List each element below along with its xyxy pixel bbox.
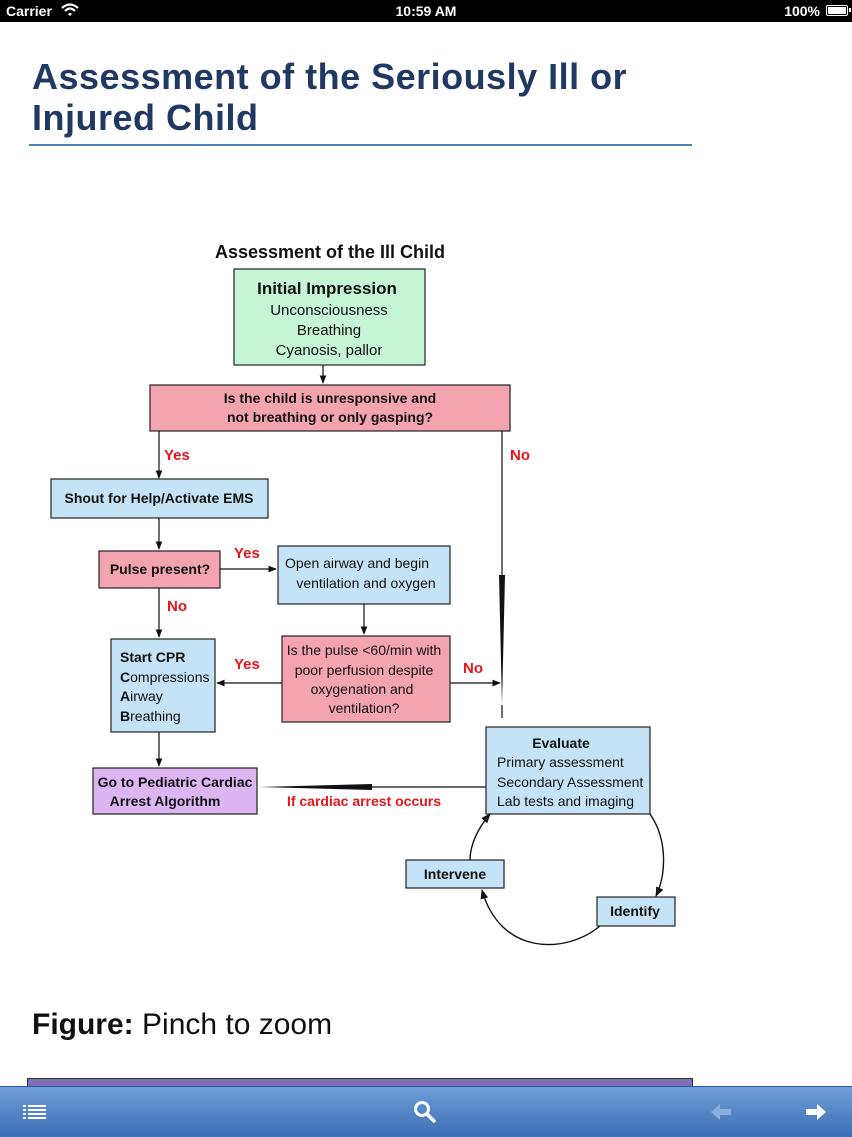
list-icon[interactable]: [10, 1087, 60, 1137]
evaluate-line: Secondary Assessment: [497, 774, 643, 790]
wifi-icon: [60, 2, 80, 21]
pulse-question-line: Is the pulse <60/min with: [287, 642, 441, 658]
pulse-question-line: poor perfusion despite: [295, 662, 434, 678]
pulse-rate-question-box: Is the pulse <60/min with poor perfusion…: [281, 635, 451, 723]
cardiac-arrest-algorithm-box: Go to Pediatric Cardiac Arrest Algorithm: [92, 767, 258, 815]
initial-impression-line: Cyanosis, pallor: [276, 342, 383, 359]
yes-label: Yes: [164, 447, 190, 464]
initial-impression-line: Unconsciousness: [270, 302, 388, 319]
shout-for-help-box: Shout for Help/Activate EMS: [50, 478, 269, 519]
cycle-arc: [480, 889, 601, 946]
pulse-present-box: Pulse present?: [98, 550, 221, 589]
cpr-line: Start CPR: [120, 649, 185, 665]
battery-percent: 100%: [784, 3, 820, 19]
search-icon[interactable]: [400, 1087, 450, 1137]
cpr-line: Airway: [120, 688, 163, 704]
cpr-line: Compressions: [120, 669, 210, 685]
yes-label: Yes: [234, 545, 260, 562]
identify-label: Identify: [610, 903, 660, 919]
cycle-arc: [649, 813, 665, 897]
bottom-toolbar: [0, 1086, 852, 1137]
page-title: Assessment of the Seriously Ill or Injur…: [32, 56, 628, 138]
start-cpr-box: Start CPR Compressions Airway Breathing: [110, 638, 216, 733]
initial-impression-box: Initial Impression Unconsciousness Breat…: [233, 268, 426, 366]
if-cardiac-arrest-label: If cardiac arrest occurs: [287, 793, 441, 809]
figure-caption-prefix: Figure:: [32, 1008, 134, 1041]
figure-caption: Figure: Pinch to zoom: [32, 1008, 332, 1042]
question-line: Is the child is unresponsive and: [224, 390, 436, 406]
open-airway-line: ventilation and oxygen: [296, 575, 435, 591]
intervene-label: Intervene: [424, 866, 486, 882]
evaluate-box: Evaluate Primary assessment Secondary As…: [485, 726, 651, 815]
connector-wedge: [259, 784, 372, 790]
battery-icon: [826, 5, 851, 16]
question-line: not breathing or only gasping?: [227, 409, 433, 425]
open-airway-line: Open airway and begin: [285, 555, 429, 571]
unresponsive-question-box: Is the child is unresponsive and not bre…: [149, 384, 511, 432]
pulse-question-line: ventilation?: [329, 700, 400, 716]
title-divider: [29, 144, 692, 146]
evaluate-title: Evaluate: [532, 735, 590, 751]
clock: 10:59 AM: [395, 3, 457, 19]
evaluate-line: Lab tests and imaging: [497, 793, 634, 809]
open-airway-box: Open airway and begin ventilation and ox…: [277, 545, 451, 605]
cardiac-algorithm-line: Go to Pediatric Cardiac: [98, 774, 253, 790]
pulse-present-label: Pulse present?: [110, 561, 210, 577]
no-label: No: [167, 598, 187, 615]
identify-box: Identify: [596, 896, 676, 927]
pulse-question-line: oxygenation and: [311, 681, 414, 697]
status-bar: Carrier 10:59 AM 100%: [0, 0, 852, 22]
back-arrow-icon[interactable]: [696, 1087, 746, 1137]
carrier-label: Carrier: [6, 3, 52, 19]
diagram-heading: Assessment of the Ill Child: [215, 242, 445, 262]
initial-impression-title: Initial Impression: [257, 279, 397, 298]
yes-label: Yes: [234, 656, 260, 673]
intervene-box: Intervene: [405, 859, 505, 889]
figure-caption-text: Pinch to zoom: [142, 1008, 333, 1041]
cycle-arc: [469, 813, 491, 861]
no-label: No: [510, 447, 530, 464]
evaluate-line: Primary assessment: [497, 754, 624, 770]
no-label: No: [463, 660, 483, 677]
cpr-line: Breathing: [120, 708, 181, 724]
assessment-flowchart[interactable]: Assessment of the Ill Child Initial Impr…: [0, 0, 852, 1000]
cardiac-algorithm-line: Arrest Algorithm: [110, 793, 221, 809]
initial-impression-line: Breathing: [297, 322, 361, 339]
forward-arrow-icon[interactable]: [791, 1087, 841, 1137]
connector-wedge: [499, 575, 505, 705]
shout-for-help-label: Shout for Help/Activate EMS: [64, 490, 253, 506]
